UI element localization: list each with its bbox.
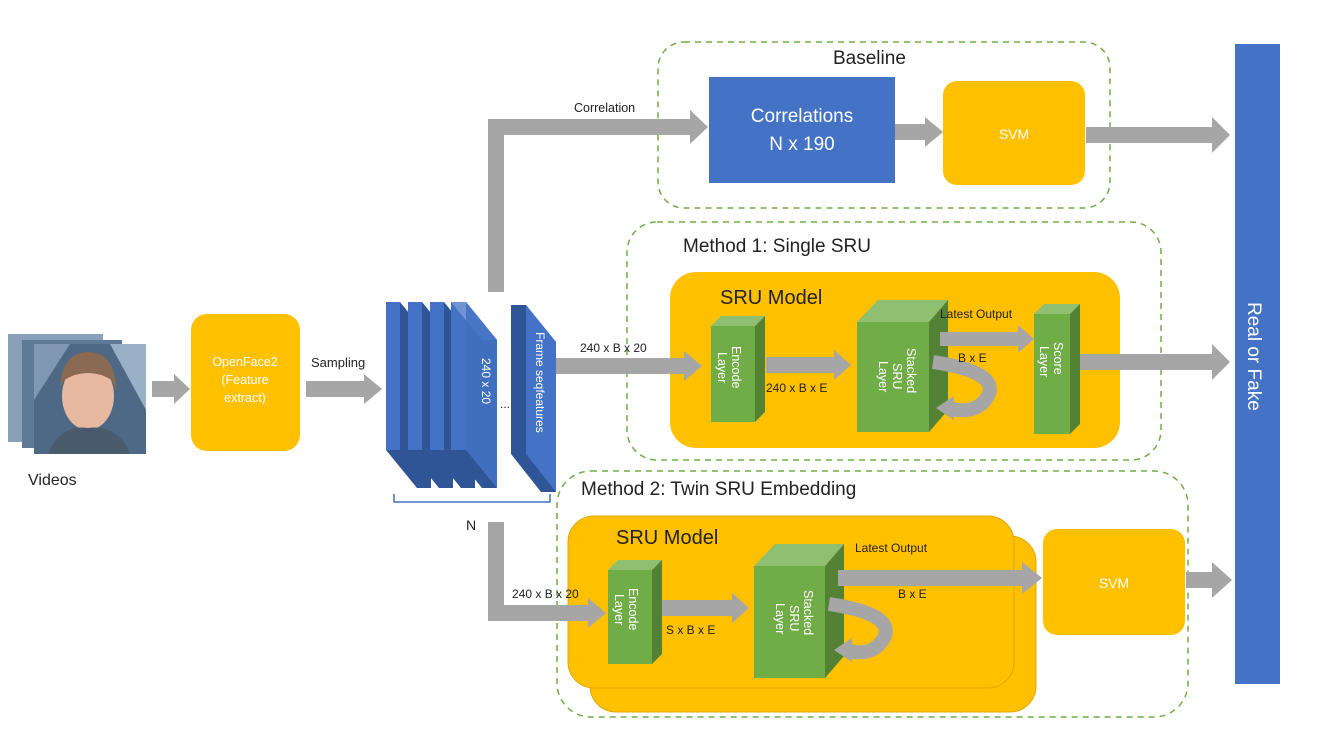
method1-stacked-line-2: SRU: [890, 363, 904, 389]
method2-sru-model-title: SRU Model: [616, 527, 718, 549]
method1-latest-output-label: Latest Output: [940, 307, 1013, 321]
arrow-method1-latest: [940, 325, 1034, 353]
output-label: Real or Fake: [1243, 302, 1264, 411]
method1-stacked-line-3: Layer: [876, 361, 890, 392]
sampling-label: Sampling: [311, 355, 365, 370]
method1-encode-out-label: 240 x B x E: [766, 381, 827, 395]
method1-input-label: 240 x B x 20: [580, 341, 647, 355]
method2-encode-line-2: Layer: [612, 594, 626, 625]
arrow-baseline-out: [1086, 117, 1230, 153]
video-thumbnails: [8, 334, 146, 454]
method2-encode-layer: [608, 560, 662, 664]
arrow-method2-out: [1186, 562, 1232, 598]
stack-brace: [393, 494, 551, 503]
arrow-method1-input: [556, 351, 702, 381]
arrow-corr-svm: [895, 117, 943, 147]
arrow-correlation: [488, 110, 708, 292]
method1-encode-layer: [711, 316, 765, 422]
method2-bxe-label: B x E: [898, 587, 927, 601]
openface-line-2: (Feature: [221, 373, 268, 387]
method2-encode-line-1: Encode: [626, 588, 640, 630]
method1-stacked-line-1: Stacked: [904, 348, 918, 393]
arrow-videos-openface: [152, 374, 190, 404]
correlation-label: Correlation: [574, 101, 635, 115]
correlations-box: [709, 77, 895, 183]
method1-encode-line-2: Layer: [715, 352, 729, 383]
method1-score-line-1: Score: [1051, 342, 1065, 375]
method2-loop-arrow: [827, 597, 893, 660]
method2-encode-out-label: S x B x E: [666, 623, 715, 637]
openface-line-1: OpenFace2: [212, 355, 277, 369]
openface-box: [191, 314, 300, 451]
method2-loop-arrowhead: [834, 638, 852, 662]
baseline-svm-box: [943, 81, 1085, 185]
method1-loop-arrowhead: [936, 396, 954, 420]
videos-label: Videos: [28, 472, 77, 489]
method2-title: Method 2: Twin SRU Embedding: [581, 479, 856, 500]
arrow-method2-latest: [838, 562, 1042, 594]
correlations-line-2: N x 190: [769, 134, 834, 155]
method1-sru-model-title: SRU Model: [720, 287, 822, 309]
method2-stacked-line-3: Layer: [773, 603, 787, 634]
arrow-method1-out: [1080, 344, 1230, 380]
method2-stacked-line-2: SRU: [787, 605, 801, 631]
arrow-method2-input: [488, 522, 606, 628]
method2-svm-label: SVM: [1099, 575, 1129, 591]
baseline-title: Baseline: [833, 48, 906, 69]
arrow-sampling: [306, 374, 382, 404]
method2-stacked-line-1: Stacked: [801, 590, 815, 635]
openface-line-3: extract): [224, 391, 266, 405]
method1-title: Method 1: Single SRU: [683, 236, 871, 257]
method2-svm-box: [1043, 529, 1185, 635]
n-label: N: [466, 517, 476, 533]
method1-group: [626, 221, 1162, 461]
ellipsis-label: ...: [500, 397, 510, 411]
method1-loop-arrow: [931, 355, 997, 418]
method2-latest-output-label: Latest Output: [855, 541, 928, 555]
output-bar: [1235, 44, 1280, 684]
method1-encode-line-1: Encode: [729, 346, 743, 388]
baseline-svm-label: SVM: [999, 126, 1029, 142]
feature-stack-label: 240 x 20: [479, 358, 493, 404]
method2-group: [556, 470, 1189, 718]
method1-score-layer: [1034, 304, 1080, 434]
method1-score-line-2: Layer: [1037, 346, 1051, 377]
method1-bxe-label: B x E: [958, 351, 987, 365]
arrow-method2-encode-sru: [662, 593, 749, 623]
frame-seq-label: Frame seqfeatures: [533, 332, 547, 433]
arrow-method1-encode-sru: [766, 350, 851, 380]
method2-input-label: 240 x B x 20: [512, 587, 579, 601]
correlations-line-1: Correlations: [751, 106, 853, 127]
feature-stack: [386, 302, 556, 492]
